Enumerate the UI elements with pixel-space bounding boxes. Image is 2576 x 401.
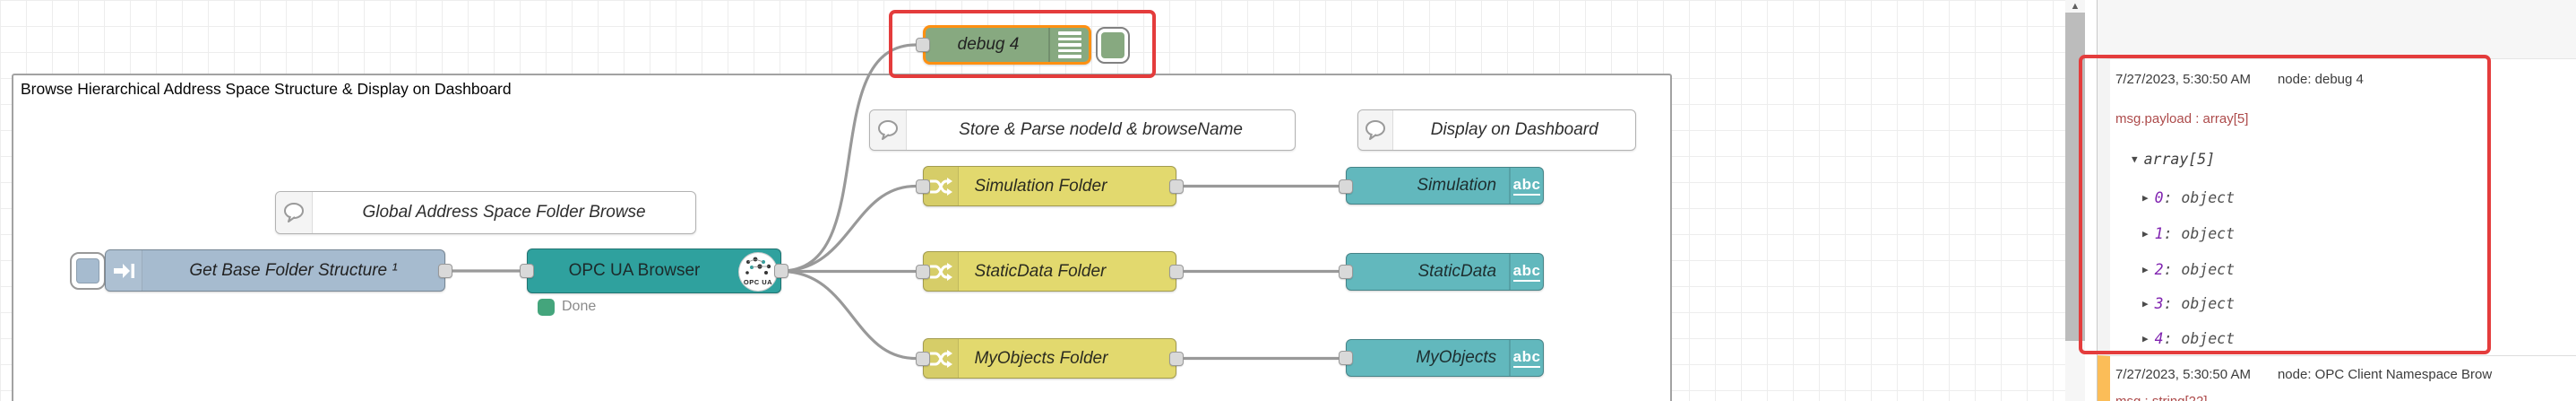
debug-message-property: msg.payload : array[5]	[2115, 111, 2249, 126]
uitext-input-port[interactable]	[1339, 179, 1353, 194]
switch-node-staticdata[interactable]: StaticData Folder	[923, 251, 1176, 292]
abc-text-icon: abc	[1509, 254, 1543, 290]
debug-tree-item[interactable]: ▶1: object	[2142, 225, 2236, 242]
debug-tree-item[interactable]: ▶2: object	[2142, 261, 2236, 278]
opcua-input-port[interactable]	[520, 264, 534, 278]
switch-output-port[interactable]	[1169, 351, 1184, 366]
debug-sidebar: 7/27/2023, 5:30:50 AM node: debug 4 msg.…	[2098, 0, 2576, 401]
group-label: Browse Hierarchical Address Space Struct…	[21, 80, 512, 98]
inject-trigger-button[interactable]	[70, 252, 106, 290]
switch-input-port[interactable]	[916, 179, 930, 194]
abc-text-icon: abc	[1509, 340, 1543, 376]
debug-message[interactable]: 7/27/2023, 5:30:50 AM node: debug 4 msg.…	[2098, 58, 2576, 355]
uitext-node-label: StaticData	[1417, 262, 1497, 281]
uitext-node-label: MyObjects	[1416, 348, 1497, 367]
debug-enable-toggle[interactable]	[1096, 27, 1130, 64]
caret-right-icon[interactable]: ▶	[2142, 333, 2149, 344]
abc-text-icon: abc	[1509, 168, 1543, 204]
debug-message-timestamp: 7/27/2023, 5:30:50 AM	[2115, 72, 2251, 87]
opcua-browser-label: OPC UA Browser	[568, 261, 701, 280]
uitext-node-staticdata[interactable]: StaticData abc	[1346, 253, 1544, 291]
inject-output-port[interactable]	[438, 264, 452, 278]
inject-arrow-icon	[106, 250, 143, 291]
annotation-box-debug-node	[889, 10, 1156, 78]
debug-message-node: node: debug 4	[2277, 72, 2364, 87]
uitext-node-label: Simulation	[1417, 176, 1497, 195]
annotation-box-debug-message	[2079, 55, 2491, 354]
comment-node-global-browse[interactable]: Global Address Space Folder Browse	[275, 191, 696, 234]
debug-tree-item[interactable]: ▶0: object	[2142, 189, 2236, 206]
debug-tree-root[interactable]: ▼array[5]	[2132, 151, 2216, 168]
caret-right-icon[interactable]: ▶	[2142, 228, 2149, 240]
opcua-logo-icon: OPC UA	[738, 252, 778, 292]
debug-message-node: node: OPC Client Namespace Brow	[2277, 367, 2493, 382]
comment-bubble-icon	[1358, 110, 1394, 150]
switch-node-label: StaticData Folder	[974, 261, 1107, 281]
debug-message[interactable]: 7/27/2023, 5:30:50 AM node: OPC Client N…	[2098, 355, 2576, 401]
scroll-up-icon[interactable]: ▲	[2070, 1, 2081, 12]
comment-label: Global Address Space Folder Browse	[362, 203, 646, 222]
caret-right-icon[interactable]: ▶	[2142, 192, 2149, 204]
node-status-icon	[538, 299, 555, 316]
inject-node-label: Get Base Folder Structure ¹	[189, 260, 398, 280]
comment-label: Display on Dashboard	[1430, 120, 1598, 139]
uitext-input-port[interactable]	[1339, 350, 1353, 365]
opcua-browser-node[interactable]: OPC UA Browser OPC UA	[527, 248, 781, 293]
switch-node-label: Simulation Folder	[974, 176, 1107, 196]
switch-node-simulation[interactable]: Simulation Folder	[923, 166, 1176, 206]
wires-layer	[444, 43, 1348, 361]
switch-node-myobjects[interactable]: MyObjects Folder	[923, 338, 1176, 379]
switch-input-port[interactable]	[916, 264, 930, 279]
comment-node-display-dashboard[interactable]: Display on Dashboard	[1357, 109, 1636, 151]
debug-message-property: msg : string[22]	[2115, 394, 2208, 401]
uitext-input-port[interactable]	[1339, 264, 1353, 279]
inject-node[interactable]: Get Base Folder Structure ¹	[105, 249, 445, 292]
debug-message-timestamp: 7/27/2023, 5:30:50 AM	[2115, 367, 2251, 382]
debug-tree-item[interactable]: ▶4: object	[2142, 330, 2236, 347]
comment-label: Store & Parse nodeId & browseName	[959, 120, 1243, 139]
caret-right-icon[interactable]: ▶	[2142, 264, 2149, 275]
switch-node-label: MyObjects Folder	[974, 348, 1108, 368]
flow-canvas[interactable]: Browse Hierarchical Address Space Struct…	[0, 0, 2065, 401]
sidebar-divider	[2097, 0, 2098, 401]
wire[interactable]	[780, 269, 918, 361]
switch-input-port[interactable]	[916, 351, 930, 366]
opcua-output-port[interactable]	[774, 264, 788, 278]
uitext-node-myobjects[interactable]: MyObjects abc	[1346, 339, 1544, 377]
comment-node-store-parse[interactable]: Store & Parse nodeId & browseName	[869, 109, 1296, 151]
debug-node[interactable]: debug 4	[923, 25, 1091, 65]
node-status-text: Done	[562, 299, 597, 314]
debug-list-icon	[1048, 28, 1089, 62]
wire[interactable]	[780, 184, 918, 273]
debug-tree-item[interactable]: ▶3: object	[2142, 295, 2236, 312]
debug-input-port[interactable]	[916, 38, 930, 52]
comment-bubble-icon	[276, 192, 314, 233]
caret-right-icon[interactable]: ▶	[2142, 298, 2149, 309]
switch-output-port[interactable]	[1169, 179, 1184, 194]
debug-sidebar-top-strip	[2098, 0, 2576, 58]
comment-bubble-icon	[870, 110, 908, 150]
debug-node-label: debug 4	[957, 35, 1020, 54]
switch-output-port[interactable]	[1169, 264, 1184, 279]
wire[interactable]	[780, 43, 918, 273]
uitext-node-simulation[interactable]: Simulation abc	[1346, 167, 1544, 205]
caret-down-icon[interactable]: ▼	[2132, 153, 2138, 165]
